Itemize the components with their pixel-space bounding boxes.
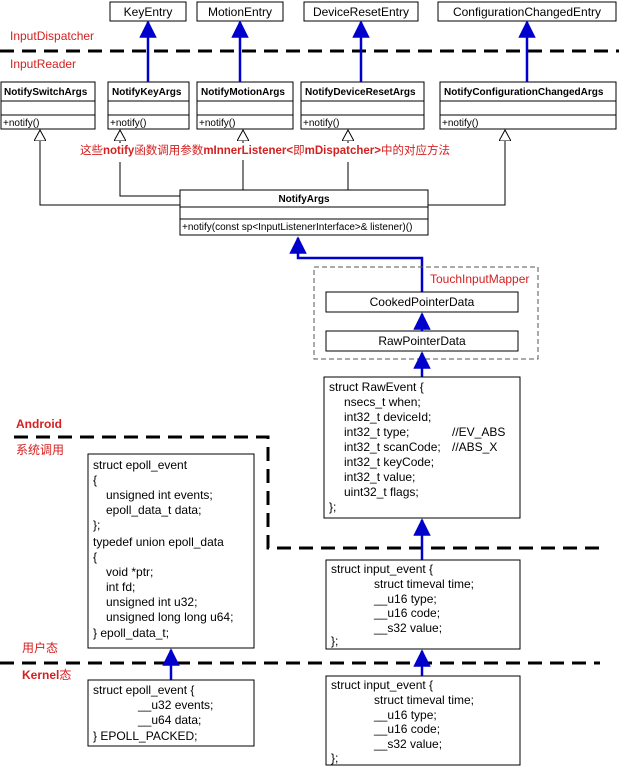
epoll-kernel-struct: struct epoll_event { __u32 events; __u64… <box>87 679 255 747</box>
code-line: __u16 type; <box>373 592 437 606</box>
class-method: +notify() <box>110 118 146 129</box>
notify-motion-args-class: NotifyMotionArgs +notify() <box>196 81 294 130</box>
code-line: __u16 code; <box>373 606 440 620</box>
cooked-pointer-data-box <box>325 291 519 313</box>
inherit-configuration <box>428 130 505 206</box>
system-call-label: 系统调用 <box>16 443 64 457</box>
notify-args-subclasses: NotifySwitchArgs +notify() NotifyKeyArgs… <box>0 81 617 130</box>
notify-key-args-class: NotifyKeyArgs +notify() <box>107 81 190 130</box>
android-layer-label: Android <box>16 417 62 431</box>
code-line: }; <box>329 500 336 514</box>
code-line: typedef union epoll_data <box>93 535 224 549</box>
dispatcher-entries: KeyEntry MotionEntry DeviceResetEntry Co… <box>109 1 617 22</box>
class-name: NotifyDeviceResetArgs <box>305 87 416 98</box>
code-comment: //ABS_X <box>452 440 497 454</box>
code-line: }; <box>93 518 100 532</box>
code-line: __s32 value; <box>373 737 442 751</box>
code-line: uint32_t flags; <box>344 485 419 499</box>
device-reset-entry-label: DeviceResetEntry <box>313 5 409 19</box>
configuration-changed-entry-label: ConfigurationChangedEntry <box>453 5 601 19</box>
code-line: nsecs_t when; <box>344 395 421 409</box>
code-line: }; <box>331 634 338 648</box>
epoll-user-struct: struct epoll_event { unsigned int events… <box>87 453 255 649</box>
user-mode-label: 用户态 <box>22 640 58 655</box>
code-line: struct timeval time; <box>374 693 474 707</box>
class-method: +notify() <box>442 118 478 129</box>
inheritance-lines <box>40 130 505 206</box>
notify-switch-args-class: NotifySwitchArgs +notify() <box>0 81 96 130</box>
code-line: { <box>93 550 97 564</box>
touch-input-mapper-group: TouchInputMapper CookedPointerData RawPo… <box>313 266 539 360</box>
code-line: struct input_event { <box>331 678 433 692</box>
raw-event-struct: struct RawEvent { nsecs_t when; int32_t … <box>323 376 521 519</box>
code-line: unsigned int u32; <box>106 595 197 609</box>
code-line: int32_t deviceId; <box>344 410 431 424</box>
code-line: int32_t type; <box>344 425 409 439</box>
code-line: } epoll_data_t; <box>93 626 169 640</box>
dispatch-arrows <box>139 20 536 82</box>
class-method: +notify(const sp<InputListenerInterface>… <box>182 222 412 233</box>
code-line: { <box>93 473 97 487</box>
code-line: epoll_data_t data; <box>106 503 201 517</box>
kernel-mode-label: Kernel态 <box>22 668 71 682</box>
inherit-switch <box>40 130 180 206</box>
motion-entry-label: MotionEntry <box>208 5 272 19</box>
code-line: unsigned long long u64; <box>106 610 233 624</box>
code-line: }; <box>331 751 338 765</box>
code-line: __u16 type; <box>373 708 437 722</box>
touch-input-mapper-label: TouchInputMapper <box>430 272 529 286</box>
class-name: NotifyConfigurationChangedArgs <box>444 87 604 98</box>
inherit-key-lower <box>119 162 180 197</box>
notify-explanation-note: 这些notify函数调用参数mInnerListener<即mDispatche… <box>80 143 450 157</box>
class-name: NotifyKeyArgs <box>112 87 182 98</box>
cooked-pointer-data-label: CookedPointerData <box>370 295 475 309</box>
code-line: __u32 events; <box>137 698 213 712</box>
code-line: __u16 code; <box>373 722 440 736</box>
class-method: +notify() <box>303 118 339 129</box>
class-name: NotifySwitchArgs <box>4 87 88 98</box>
code-line: unsigned int events; <box>106 488 213 502</box>
input-reader-layer-label: InputReader <box>10 57 76 71</box>
input-event-user-struct: struct input_event { struct timeval time… <box>325 559 521 650</box>
class-method: +notify() <box>3 118 39 129</box>
cooked-to-notify-arrow <box>289 236 424 292</box>
code-line: struct input_event { <box>331 562 433 576</box>
code-line: struct epoll_event <box>93 458 188 472</box>
code-line: int32_t value; <box>344 470 415 484</box>
class-name: NotifyMotionArgs <box>201 87 285 98</box>
notify-args-class: NotifyArgs +notify(const sp<InputListene… <box>179 189 429 236</box>
notify-configuration-changed-args-class: NotifyConfigurationChangedArgs +notify() <box>439 81 617 130</box>
code-line: int32_t scanCode; <box>344 440 441 454</box>
code-line: struct timeval time; <box>374 577 474 591</box>
input-event-kernel-struct: struct input_event { struct timeval time… <box>325 675 521 766</box>
class-method: +notify() <box>199 118 235 129</box>
notify-device-reset-args-class: NotifyDeviceResetArgs +notify() <box>300 81 425 130</box>
code-line: struct RawEvent { <box>329 380 424 394</box>
code-line: struct epoll_event { <box>93 683 194 697</box>
code-line: int fd; <box>106 580 135 594</box>
code-line: int32_t keyCode; <box>344 455 434 469</box>
input-dispatcher-layer-label: InputDispatcher <box>10 29 94 43</box>
code-comment: //EV_ABS <box>452 425 505 439</box>
code-line: } EPOLL_PACKED; <box>93 729 198 743</box>
class-name: NotifyArgs <box>278 194 330 205</box>
android-syscall-boundary <box>14 435 600 550</box>
code-line: __s32 value; <box>373 621 442 635</box>
code-line: __u64 data; <box>137 713 201 727</box>
code-line: void *ptr; <box>106 565 153 579</box>
key-entry-label: KeyEntry <box>124 5 173 19</box>
raw-pointer-data-label: RawPointerData <box>378 334 466 348</box>
